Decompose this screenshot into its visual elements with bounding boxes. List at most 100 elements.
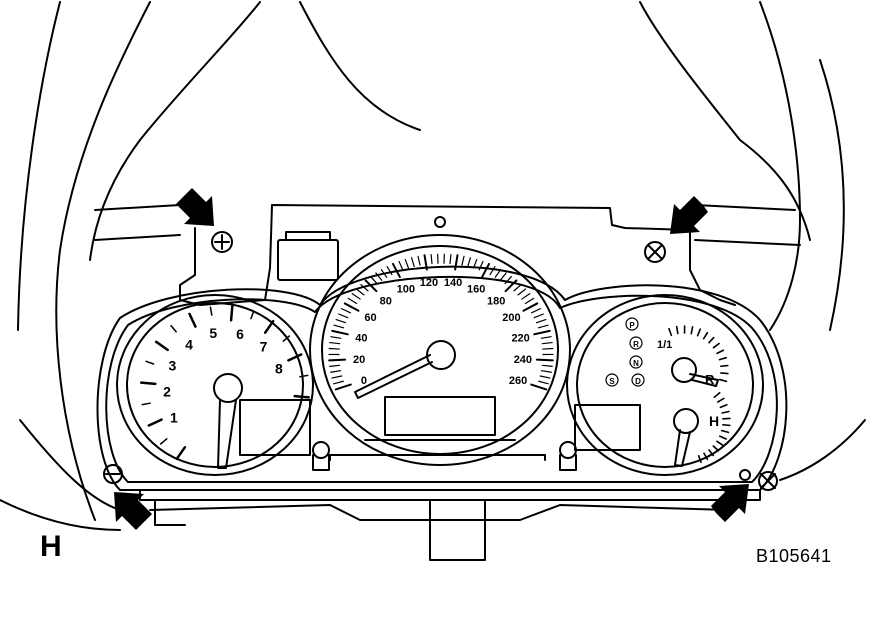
speed-tick bbox=[499, 272, 507, 281]
cluster-housing bbox=[179, 204, 736, 306]
temp-tick bbox=[703, 452, 709, 461]
speed-tick bbox=[333, 324, 345, 329]
speed-tick bbox=[535, 358, 554, 362]
speed-tick bbox=[380, 269, 388, 278]
speed-tick bbox=[360, 283, 369, 292]
fuel-temp-gauge bbox=[566, 294, 764, 476]
gear-letter-ring bbox=[631, 373, 645, 387]
speed-tick bbox=[541, 341, 553, 345]
temp-tick bbox=[719, 403, 728, 409]
speedometer bbox=[309, 234, 571, 466]
speedometer-needle-hub bbox=[426, 340, 456, 370]
speed-tick bbox=[430, 253, 433, 265]
speed-tick bbox=[524, 297, 535, 305]
tach-tick bbox=[263, 319, 275, 334]
fuel-tick bbox=[720, 364, 729, 368]
speed-tick bbox=[489, 266, 496, 276]
tach-tick bbox=[140, 381, 157, 386]
speed-tick bbox=[540, 336, 552, 339]
tach-tick bbox=[159, 438, 168, 445]
speed-tick bbox=[343, 302, 360, 312]
speed-tick bbox=[530, 383, 548, 391]
speed-tick bbox=[472, 258, 478, 269]
fuel-tick bbox=[712, 342, 720, 349]
arrow-top-left bbox=[176, 188, 214, 226]
fuel-full-label: 1/1 bbox=[657, 339, 672, 351]
speed-tick bbox=[355, 288, 365, 296]
steering-column bbox=[149, 499, 731, 561]
tach-tick bbox=[293, 394, 310, 399]
speed-tick bbox=[449, 253, 452, 265]
temp-tick bbox=[697, 454, 702, 464]
arrows bbox=[114, 188, 749, 530]
speed-tick bbox=[338, 313, 349, 319]
speed-tick bbox=[494, 269, 502, 278]
temp-tick bbox=[716, 397, 725, 403]
speed-tick bbox=[328, 347, 340, 350]
fuel-ticks bbox=[668, 325, 729, 383]
speed-tick bbox=[347, 297, 358, 305]
arrow-top-right bbox=[670, 196, 708, 234]
speed-label: 200 bbox=[502, 312, 520, 324]
temp-tick bbox=[718, 435, 727, 440]
temp-tick bbox=[712, 445, 720, 452]
gear-letter-ring bbox=[625, 317, 639, 331]
speed-tick bbox=[386, 266, 393, 276]
speed-tick bbox=[537, 324, 549, 329]
fuel-tick bbox=[716, 349, 725, 355]
speed-tick bbox=[364, 279, 378, 293]
speed-label: 180 bbox=[487, 295, 505, 307]
fuel-tick bbox=[720, 372, 729, 375]
fuel-tick bbox=[708, 336, 715, 344]
speedometer-needle bbox=[354, 354, 433, 399]
speed-tick bbox=[461, 255, 465, 266]
screw-bottom-left bbox=[103, 464, 123, 484]
speed-tick bbox=[329, 364, 341, 367]
screw-bottom-right bbox=[758, 471, 778, 491]
speed-label: 220 bbox=[511, 332, 529, 344]
temp-tick bbox=[708, 449, 715, 457]
fuel-needle bbox=[689, 373, 719, 387]
speed-tick bbox=[517, 288, 527, 296]
speed-tick bbox=[340, 308, 352, 314]
tachometer-needle-hub bbox=[213, 373, 243, 403]
tach-tick bbox=[250, 310, 255, 320]
fuel-tick bbox=[668, 327, 673, 337]
speed-tick bbox=[423, 254, 428, 271]
speed-tick bbox=[404, 258, 410, 269]
tach-tick bbox=[147, 418, 163, 427]
fuel-tick bbox=[690, 326, 694, 335]
speed-tick bbox=[329, 341, 341, 345]
tach-label: 6 bbox=[236, 326, 244, 342]
speed-label: 140 bbox=[444, 277, 462, 289]
tach-tick bbox=[170, 324, 177, 333]
temp-hot-label: H bbox=[709, 413, 719, 429]
speed-tick bbox=[467, 257, 472, 268]
speed-tick bbox=[370, 275, 378, 285]
temp-tick bbox=[721, 410, 730, 414]
speed-label: 240 bbox=[514, 354, 532, 366]
speed-label: 80 bbox=[380, 295, 392, 307]
fuel-tick bbox=[675, 325, 679, 335]
speed-tick bbox=[478, 260, 484, 271]
speed-tick bbox=[391, 262, 401, 278]
temp-tick bbox=[713, 391, 721, 399]
speed-tick bbox=[330, 336, 342, 339]
gear-letter: D bbox=[635, 377, 641, 386]
speed-tick bbox=[533, 329, 551, 336]
tach-label: 4 bbox=[185, 337, 193, 353]
tach-tick bbox=[154, 340, 169, 352]
figure-code: B105641 bbox=[756, 546, 832, 566]
screw-top-left bbox=[211, 231, 233, 253]
tachometer-needle bbox=[217, 399, 237, 469]
speed-tick bbox=[538, 380, 549, 385]
speed-tick bbox=[513, 283, 522, 292]
speed-tick bbox=[334, 383, 352, 391]
speed-tick bbox=[504, 275, 512, 285]
speed-label: 260 bbox=[509, 375, 527, 387]
tachometer bbox=[116, 294, 314, 476]
tach-tick bbox=[287, 353, 303, 362]
speed-tick bbox=[533, 313, 544, 319]
